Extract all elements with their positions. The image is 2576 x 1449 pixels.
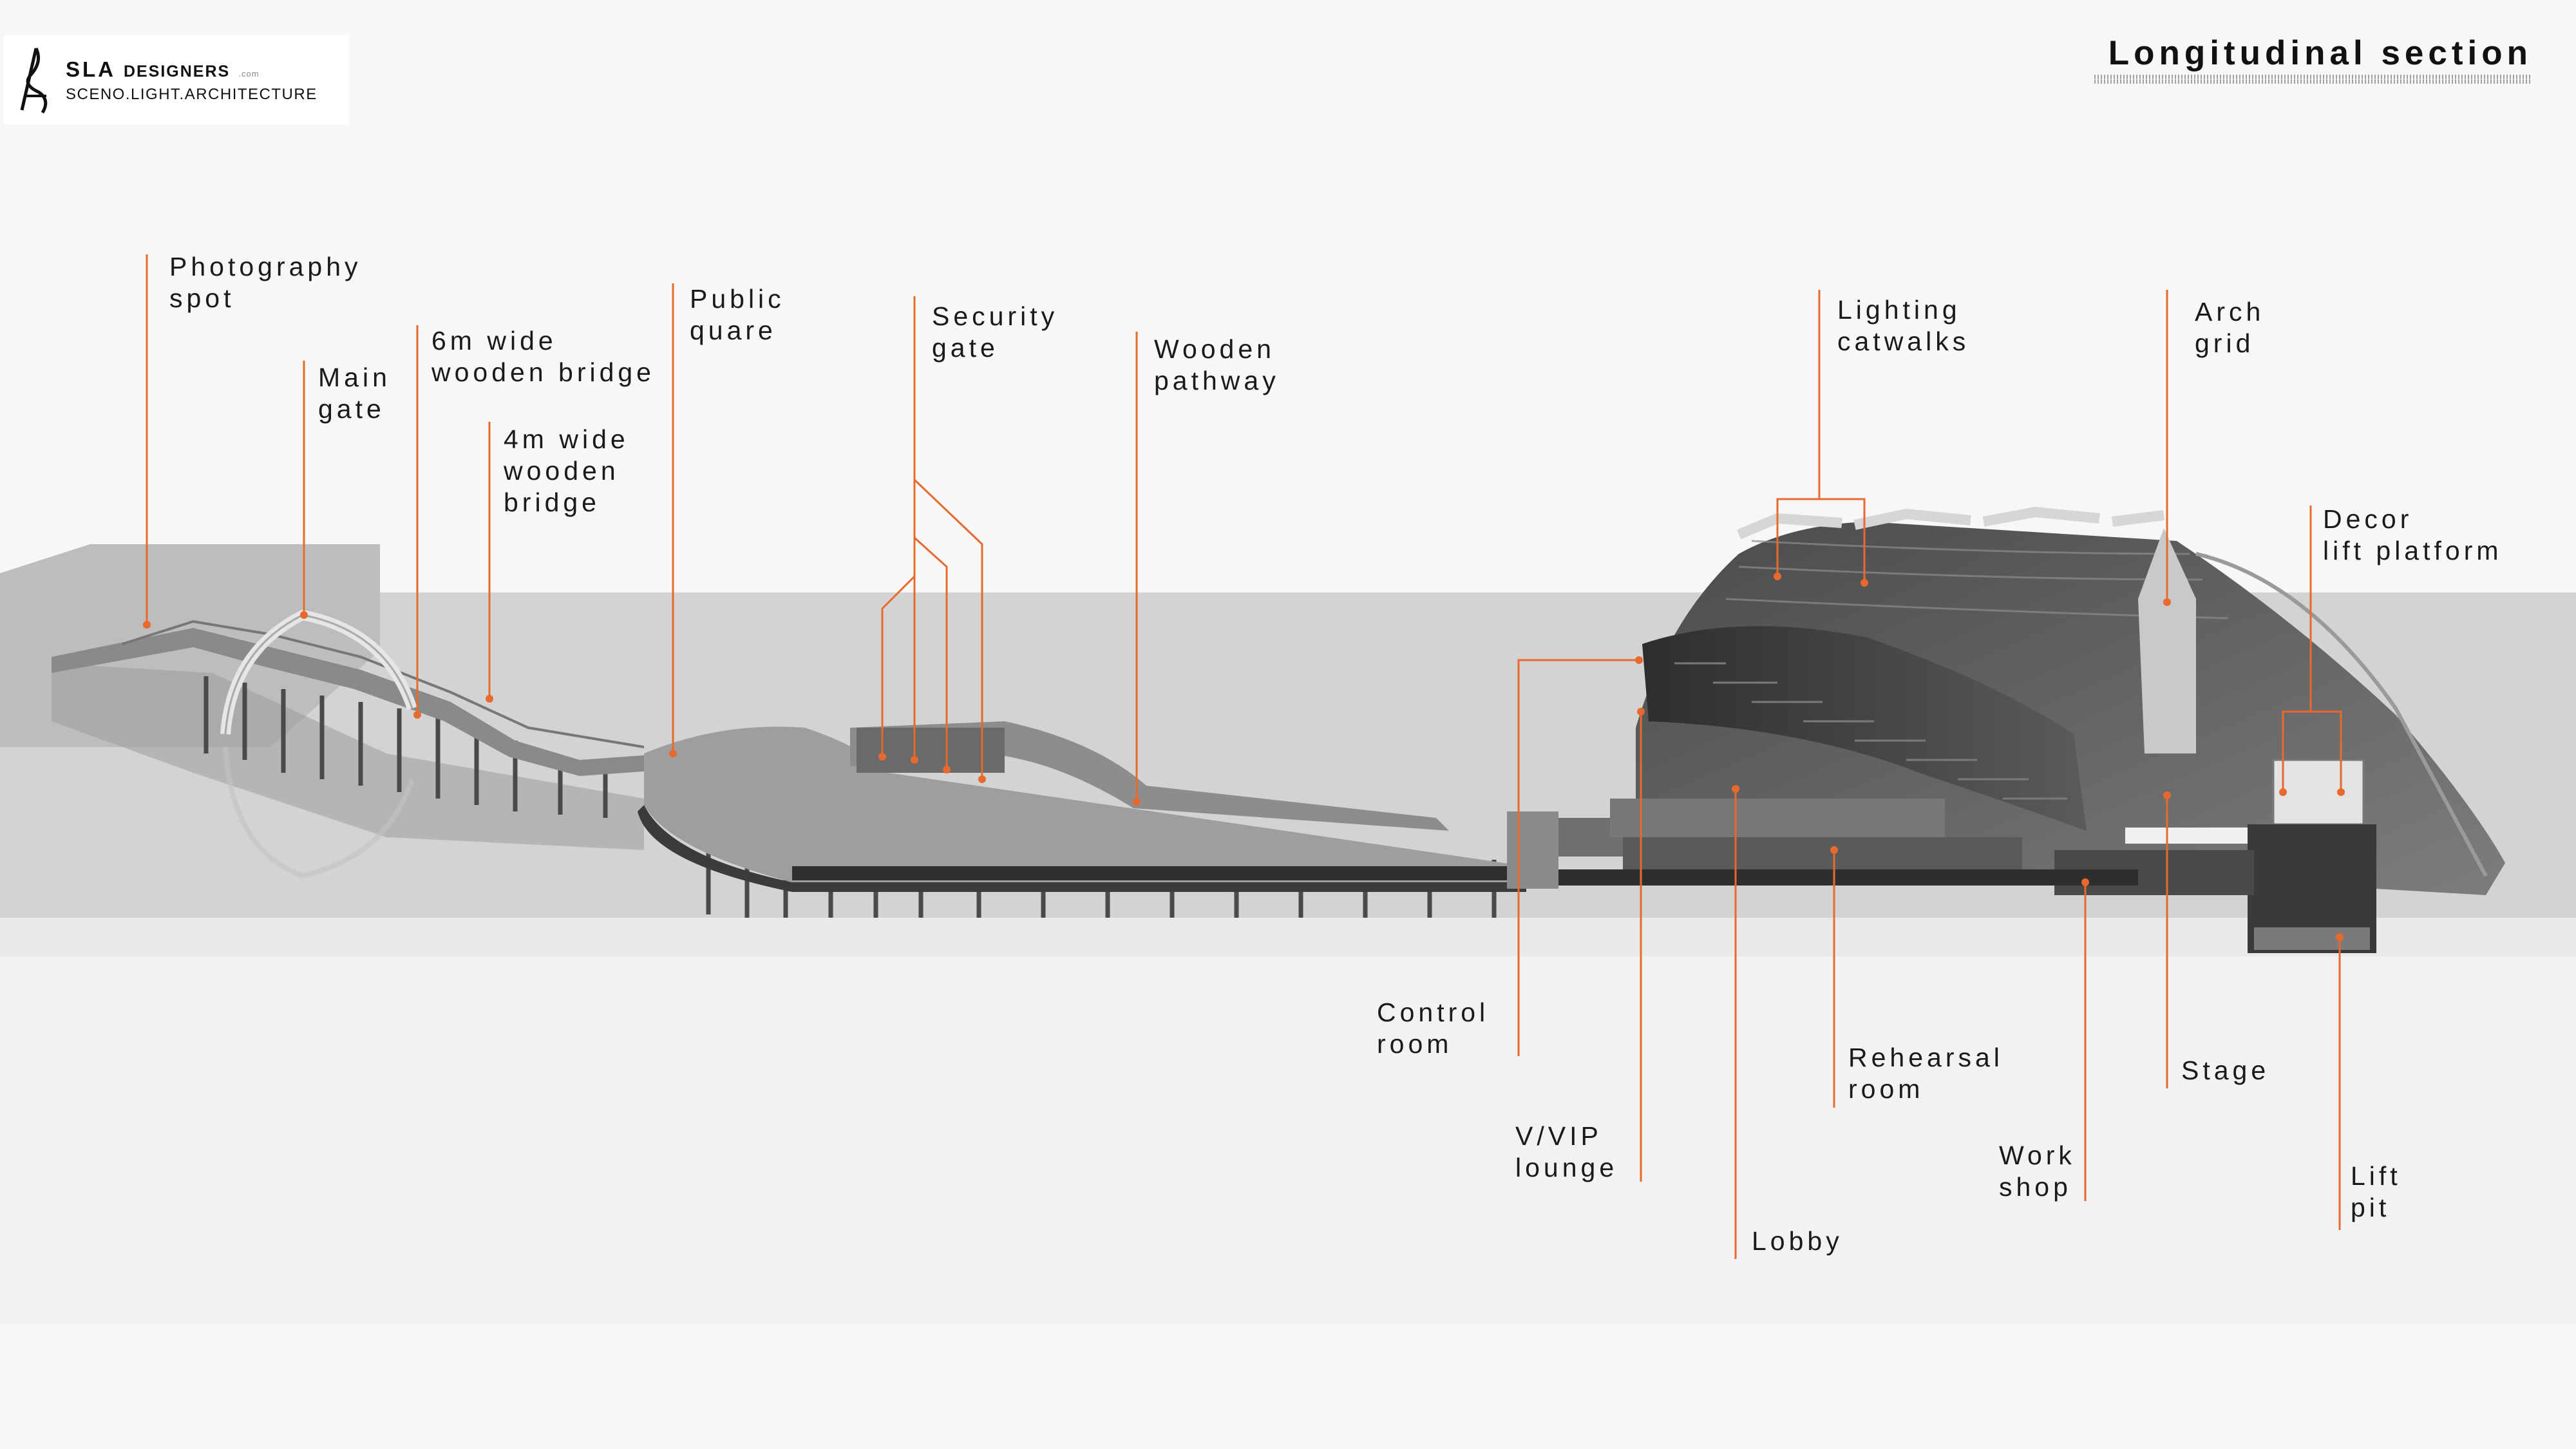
lower-walkway (792, 866, 1526, 880)
sla-logo-icon (20, 47, 48, 114)
label-decor-lift: Decor lift platform (2323, 504, 2503, 565)
label-lighting-catwalks: Lighting catwalks (1837, 295, 1970, 356)
label-lift-pit: Lift pit (2351, 1161, 2401, 1222)
label-security-gate: Security gate (932, 301, 1059, 363)
label-rehearsal-room: Rehearsal room (1848, 1043, 2003, 1104)
logo-name: SLA DESIGNERS .com (66, 57, 260, 81)
lift-pit-floor (2254, 927, 2370, 950)
title-underline (2094, 75, 2532, 84)
public-square-underside (638, 805, 1526, 892)
annotation-dots (143, 573, 2345, 941)
bridge-railing (122, 620, 645, 748)
bridge-deck (52, 628, 670, 776)
label-4m-bridge: 4m wide wooden bridge (504, 424, 629, 517)
annotation-leaders (146, 254, 2342, 1259)
foreground-band (0, 918, 2576, 956)
seat-steps (1674, 662, 2067, 800)
sla-logo: SLA DESIGNERS .com SCENO.LIGHT.ARCHITECT… (4, 35, 349, 124)
rehearsal-level (1623, 837, 2022, 869)
label-photography-spot: Photography spot (169, 252, 362, 313)
label-lobby: Lobby (1752, 1226, 1843, 1256)
label-arch-grid: Arch grid (2195, 297, 2265, 358)
label-main-gate: Main gate (318, 363, 391, 424)
label-stage: Stage (2181, 1056, 2270, 1085)
label-wooden-pathway: Wooden pathway (1154, 334, 1280, 395)
fly-tower-curve (2195, 552, 2488, 877)
basement-slab (1520, 869, 2138, 886)
label-control-room: Control room (1377, 998, 1490, 1059)
arch-grid-tower (2138, 528, 2196, 753)
security-building (857, 728, 1005, 773)
stage-floor (2125, 828, 2248, 844)
lift-platform-box (2272, 759, 2365, 826)
logo-tagline: SCENO.LIGHT.ARCHITECTURE (66, 86, 317, 103)
lobby-level (1610, 799, 1945, 837)
label-6m-bridge: 6m wide wooden bridge (431, 326, 655, 387)
page-title: Longitudinal section (2108, 34, 2532, 72)
stair-block (1507, 811, 1558, 889)
label-work-shop: Work shop (1999, 1141, 2076, 1202)
arch-reflection (223, 746, 415, 879)
pier-deck-shadow (52, 663, 644, 850)
label-public-square: Public quare (690, 284, 785, 345)
label-vvip-lounge: V/VIP lounge (1515, 1121, 1618, 1182)
lower-band (0, 956, 2576, 1323)
